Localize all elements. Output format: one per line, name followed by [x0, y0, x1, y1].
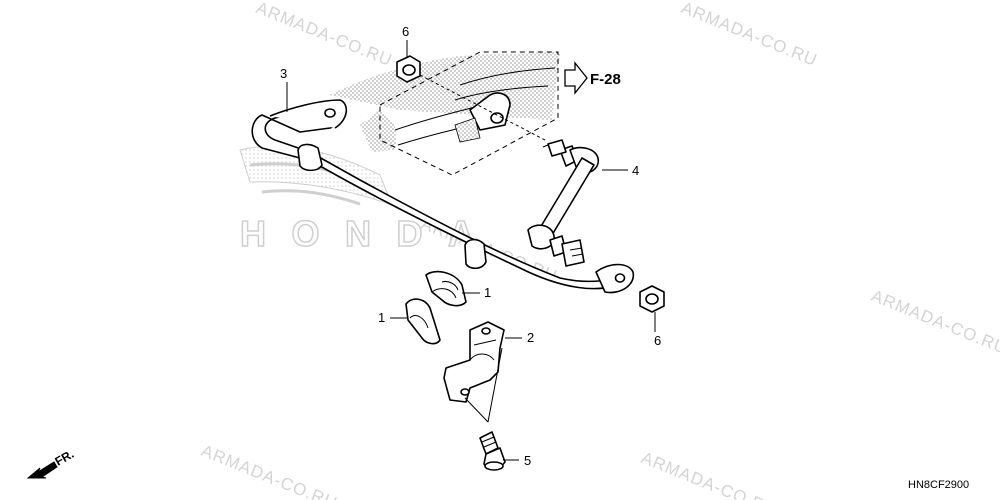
stabilizer-bushing-upper [425, 270, 467, 307]
stabilizer-bushing-lower [405, 298, 441, 345]
frame-section [330, 51, 560, 176]
callout-1: 1 [484, 285, 491, 300]
watermark: ARMADA-CO.RU [679, 0, 821, 70]
flange-nut-upper [396, 55, 421, 83]
stabilizer-holder [443, 321, 505, 403]
watermark: ARMADA-CO.RU [199, 441, 341, 500]
callout-3: 3 [280, 66, 287, 81]
stabilizer-bar [251, 99, 635, 294]
watermark: ARMADA-CO.RU [639, 448, 781, 500]
reference-f28: F-28 [564, 61, 621, 95]
diagram-code: HN8CF2900 [908, 479, 969, 491]
reference-label: F-28 [590, 71, 621, 88]
leader-2-branch [464, 347, 503, 423]
callout-2: 2 [527, 330, 534, 345]
front-direction-indicator: FR. [26, 447, 76, 479]
flange-bolt [479, 431, 506, 471]
callout-4: 4 [632, 163, 639, 178]
stabilizer-link [527, 139, 600, 267]
callout-5: 5 [524, 453, 531, 468]
watermark: ARMADA-CO.RU [254, 0, 396, 70]
flange-nut-lower [639, 285, 665, 313]
callout-6: 6 [402, 24, 409, 39]
callout-6: 6 [654, 333, 661, 348]
watermark: ARMADA-CO.RU [869, 286, 1000, 358]
callout-1: 1 [378, 310, 385, 325]
